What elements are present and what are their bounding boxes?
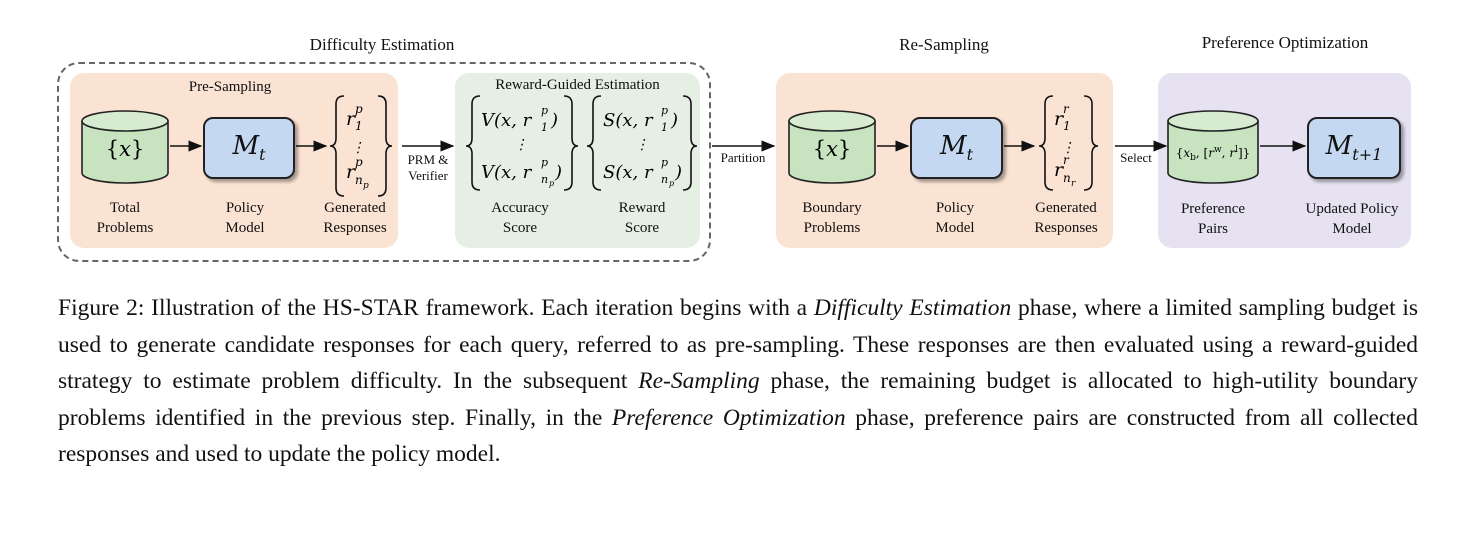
total-problems-math: {x} [106, 137, 145, 161]
svg-text:r: r [1054, 108, 1065, 130]
svg-text:): ) [674, 162, 682, 183]
svg-text:r: r [1071, 179, 1076, 189]
boundary-problems-cylinder [788, 110, 876, 184]
svg-text:S(x, r: S(x, r [603, 110, 654, 131]
svg-text:p: p [661, 156, 668, 169]
svg-text:n: n [541, 173, 548, 186]
policy-model-box-2: Mt [910, 117, 1003, 179]
svg-text:): ) [550, 110, 558, 131]
svg-text:n: n [355, 173, 363, 187]
svg-text:r: r [346, 161, 357, 183]
svg-text:r: r [1054, 159, 1065, 181]
svg-text:p: p [355, 155, 363, 169]
updated-policy-model-box: Mt+1 [1307, 117, 1401, 179]
boundary-problems-math: {x} [813, 137, 852, 161]
svg-text:p: p [541, 104, 548, 117]
svg-text:n: n [661, 173, 668, 186]
svg-text:V(x, r: V(x, r [481, 162, 533, 183]
svg-text:r: r [346, 108, 357, 130]
svg-text:⋮: ⋮ [351, 140, 365, 156]
svg-text:⋮: ⋮ [514, 137, 528, 153]
svg-text:p: p [661, 104, 668, 117]
svg-text:⋮: ⋮ [635, 137, 649, 153]
svg-text:): ) [554, 162, 562, 183]
svg-text:p: p [541, 156, 548, 169]
svg-text:1: 1 [355, 119, 363, 133]
select-label: Select [1120, 150, 1152, 165]
svg-text:1: 1 [541, 121, 548, 134]
svg-text:S(x, r: S(x, r [603, 162, 654, 183]
svg-text:p: p [355, 102, 363, 116]
pre-sampling-title: Pre-Sampling [188, 79, 272, 95]
svg-text:n: n [1063, 171, 1071, 185]
svg-text:): ) [670, 110, 678, 131]
svg-text:⋮: ⋮ [1061, 140, 1075, 156]
policy-model-box: Mt [203, 117, 295, 179]
svg-text:p: p [549, 179, 554, 188]
stage-title-difficulty-estimation: Difficulty Estimation [309, 35, 455, 54]
svg-text:r: r [1063, 102, 1070, 116]
svg-text:p: p [669, 179, 674, 188]
difficulty-estimation-group [57, 62, 711, 262]
partition-label: Partition [720, 150, 766, 165]
svg-text:1: 1 [1063, 119, 1071, 133]
figure-caption: Figure 2: Illustration of the HS-STAR fr… [58, 295, 1419, 467]
total-problems-cylinder [81, 110, 169, 184]
svg-text:r: r [1063, 153, 1070, 167]
prm-verifier-label: PRM &Verifier [407, 152, 449, 183]
stage-title-re-sampling: Re-Sampling [899, 35, 989, 54]
reward-guided-panel [455, 73, 700, 248]
svg-text:V(x, r: V(x, r [481, 110, 533, 131]
preference-pairs-cylinder [1167, 110, 1259, 184]
stage-title-preference-optimization: Preference Optimization [1201, 33, 1369, 52]
reward-guided-title: Reward-Guided Estimation [495, 77, 660, 93]
svg-text:1: 1 [661, 121, 668, 134]
svg-text:p: p [363, 181, 369, 191]
